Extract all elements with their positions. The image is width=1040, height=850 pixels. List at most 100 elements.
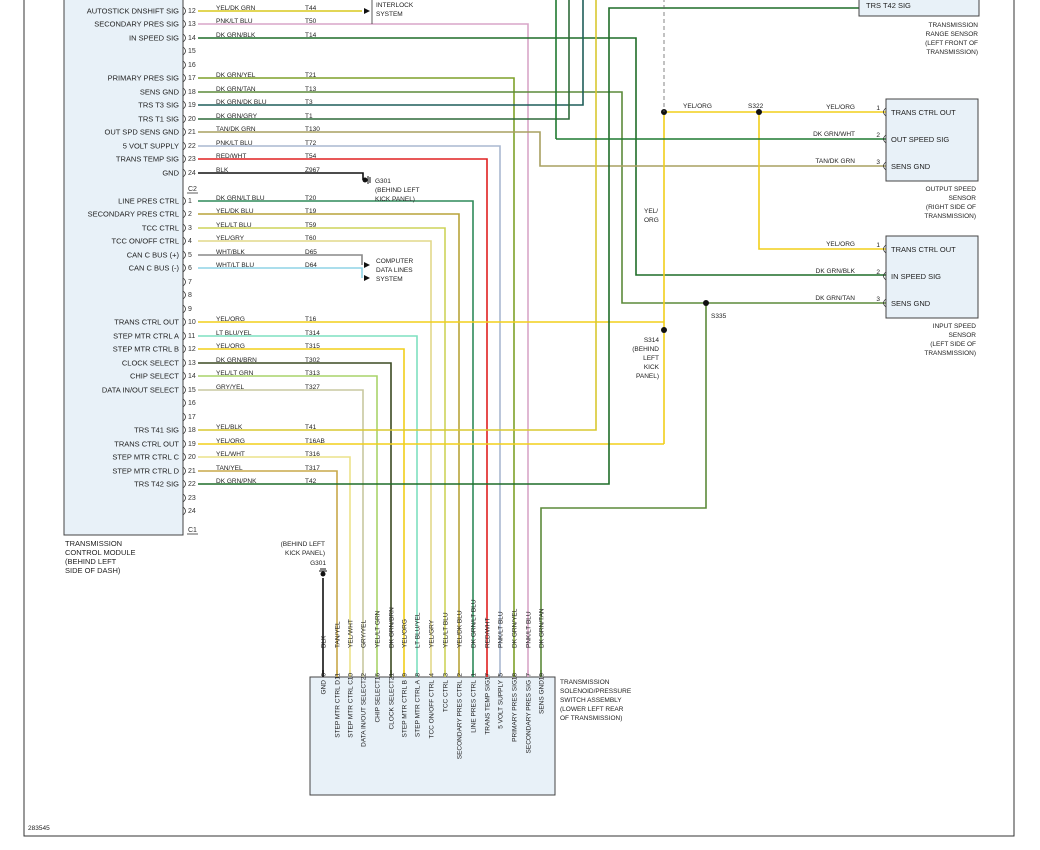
wire-color-label: YEL/DK GRN [216, 5, 256, 12]
wire [198, 389, 364, 677]
s335-splice-dot [703, 300, 709, 306]
svg-text:KICK: KICK [644, 364, 660, 371]
solenoid-pin-number: 3 [443, 673, 450, 677]
svg-text:TRANSMISSION): TRANSMISSION) [924, 213, 976, 220]
tcm-pin-bracket [182, 398, 186, 408]
solenoid-wire-color: YEL/LT GRN [375, 610, 382, 648]
svg-text:KICK PANEL): KICK PANEL) [285, 550, 325, 557]
tcm-pin-name: STEP MTR CTRL C [112, 453, 179, 462]
wire-color-label: WHT/BLK [216, 249, 246, 256]
tcm-pin-number: 14 [188, 35, 196, 42]
sensor-pin-bracket [883, 244, 887, 254]
yel-org-vertical-label: YEL/ ORG [644, 208, 659, 224]
svg-text:PANEL): PANEL) [636, 373, 659, 380]
tcm-pin-number: 9 [188, 306, 192, 313]
sensor-wire-label: DK GRN/BLK [816, 268, 856, 275]
tcm-pin-bracket [182, 154, 186, 164]
solenoid-pin-name: DATA IN/OUT SELECT [361, 680, 368, 747]
interlock-reference: INTERLOCK SYSTEM [364, 0, 414, 24]
solenoid-assembly-box [309, 676, 556, 796]
solenoid-pin-name: STEP MTR CTRL A [415, 679, 422, 737]
circuit-label: T41 [305, 424, 317, 431]
circuit-label: T3 [305, 99, 313, 106]
tcm-pin-bracket [182, 277, 186, 287]
svg-text:SENSOR: SENSOR [949, 195, 977, 202]
tcm-pin-number: 20 [188, 116, 196, 123]
svg-text:(BEHIND LEFT: (BEHIND LEFT [65, 557, 117, 566]
solenoid-wire-color: DK GRN/TAN [539, 608, 546, 648]
tcm-pin-name: CAN C BUS (-) [129, 264, 180, 273]
tcm-pin-bracket [182, 250, 186, 260]
wire-color-label: PNK/LT BLU [216, 18, 253, 25]
diagram-border [23, 0, 1015, 837]
svg-text:SYSTEM: SYSTEM [376, 11, 403, 18]
tcm-pin-bracket [182, 46, 186, 56]
tcm-pin-name: CLOCK SELECT [122, 359, 180, 368]
tcm-pin-bracket [182, 6, 186, 16]
solenoid-pin-name: GND [321, 680, 328, 695]
s335-label: S335 [711, 313, 727, 320]
tcm-pin-bracket [182, 331, 186, 341]
tcm-pin-bracket [182, 209, 186, 219]
tcm-pin-bracket [182, 60, 186, 70]
svg-text:G301: G301 [310, 560, 326, 567]
wire-color-label: BLK [216, 167, 229, 174]
tcm-pin-number: 2 [188, 211, 192, 218]
solenoid-pin-number: 5 [498, 673, 505, 677]
tcm-pin-number: 12 [188, 8, 196, 15]
svg-text:YEL/: YEL/ [644, 208, 658, 215]
wire [198, 0, 584, 106]
tcm-pin-bracket [182, 493, 186, 503]
output-speed-sensor-box [885, 98, 979, 182]
tcm-pin-bracket [182, 317, 186, 327]
tcm-pin-bracket [182, 506, 186, 516]
wire [198, 145, 501, 677]
svg-text:SYSTEM: SYSTEM [376, 276, 403, 283]
svg-text:INTERLOCK: INTERLOCK [376, 2, 414, 9]
wire-color-label: DK GRN/PNK [216, 478, 257, 485]
circuit-label: Z967 [305, 167, 320, 174]
svg-text:(LEFT SIDE OF: (LEFT SIDE OF [930, 341, 976, 348]
solenoid-pin-name: PRIMARY PRES SIG [512, 680, 519, 742]
tcm-pin-number: 22 [188, 143, 196, 150]
tcm-pin-name: AUTOSTICK DNSHIFT SIG [87, 7, 179, 16]
solenoid-pin-number: 7 [526, 673, 533, 677]
wire [198, 77, 515, 677]
svg-text:(BEHIND LEFT: (BEHIND LEFT [375, 187, 419, 194]
circuit-label: T14 [305, 32, 317, 39]
range-sensor-pin-label: TRS T42 SIG [866, 1, 911, 10]
solenoid-wire-color: YEL/ORG [402, 619, 409, 648]
tcm-pin-number: 19 [188, 441, 196, 448]
tcm-pin-number: 23 [188, 495, 196, 502]
tcm-pin-name: STEP MTR CTRL D [112, 467, 179, 476]
sensor-pin-number: 3 [876, 159, 880, 166]
tcm-pin-number: 20 [188, 454, 196, 461]
svg-text:TRANSMISSION): TRANSMISSION) [926, 49, 978, 56]
svg-text:S314: S314 [644, 337, 660, 344]
wire-color-label: YEL/GRY [216, 235, 245, 242]
solenoid-pin-name: CHIP SELECT [375, 680, 382, 723]
sensor-pin-number: 3 [876, 296, 880, 303]
sensor-wire-label: YEL/ORG [826, 104, 855, 111]
tcm-pin-number: 19 [188, 102, 196, 109]
svg-text:OUTPUT SPEED: OUTPUT SPEED [926, 186, 977, 193]
tcm-pin-bracket [182, 344, 186, 354]
svg-text:SENSOR: SENSOR [949, 332, 977, 339]
solenoid-wire-color: BLK [321, 635, 328, 648]
svg-text:SOLENOID/PRESSURE: SOLENOID/PRESSURE [560, 688, 632, 695]
svg-text:(LEFT FRONT OF: (LEFT FRONT OF [925, 40, 978, 47]
svg-text:KICK PANEL): KICK PANEL) [375, 196, 415, 203]
wire-color-label: YEL/ORG [216, 438, 245, 445]
tcm-pin-number: 17 [188, 75, 196, 82]
circuit-label: T42 [305, 478, 317, 485]
wire [198, 335, 418, 677]
tcm-c2-label: C2 [188, 186, 197, 193]
wire-color-label: YEL/WHT [216, 451, 245, 458]
wire-color-label: DK GRN/YEL [216, 72, 256, 79]
tcm-pin-bracket [182, 466, 186, 476]
wire-color-label: YEL/DK BLU [216, 208, 254, 215]
circuit-label: T16 [305, 316, 317, 323]
output-speed-sensor-label: OUTPUT SPEED SENSOR (RIGHT SIDE OF TRANS… [924, 186, 976, 220]
wire [198, 200, 474, 677]
wire [198, 375, 378, 677]
